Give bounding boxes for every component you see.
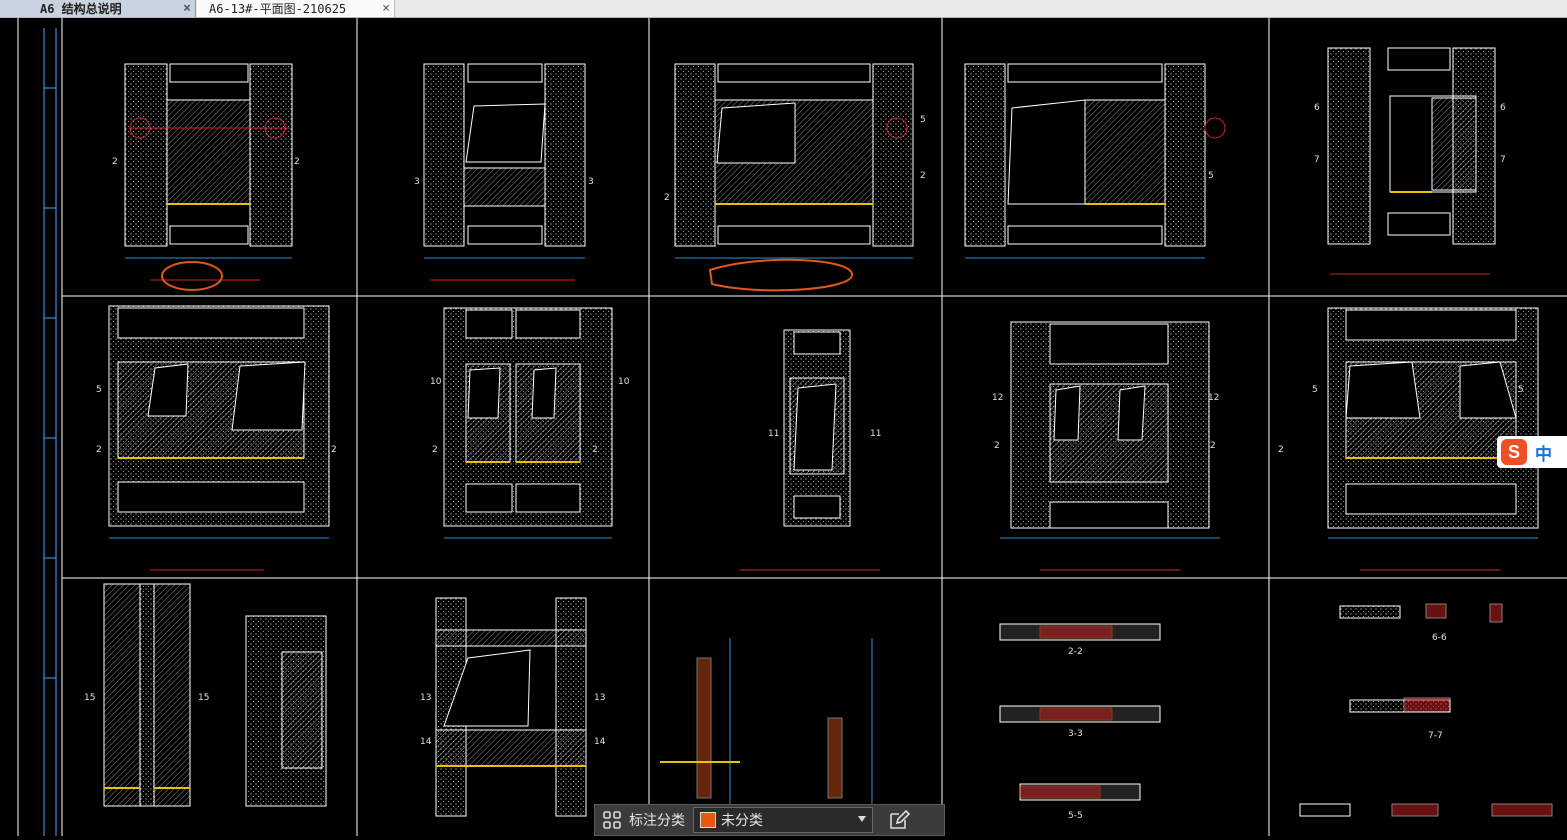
edit-icon[interactable] — [879, 805, 919, 835]
svg-text:7: 7 — [1314, 155, 1320, 165]
svg-text:2: 2 — [1210, 441, 1216, 451]
title-strip — [17, 18, 63, 836]
tab-floor-plan[interactable]: A6-13#-平面图-210625 × — [197, 0, 395, 17]
tab-structure-notes[interactable]: A6 结构总说明 × — [0, 0, 196, 17]
svg-text:2: 2 — [1278, 445, 1284, 455]
detail-1-1: 2 2 — [112, 63, 300, 291]
document-tab-bar: A6 结构总说明 × A6-13#-平面图-210625 × — [0, 0, 1567, 18]
close-icon[interactable]: × — [183, 1, 191, 16]
svg-text:3-3: 3-3 — [1068, 729, 1083, 739]
detail-3-2: 13 13 14 14 — [420, 597, 606, 817]
annotation-category-select[interactable]: 未分类 — [693, 807, 873, 833]
detail-3-1: 15 15 — [84, 583, 327, 807]
svg-text:6: 6 — [1500, 103, 1506, 113]
svg-text:14: 14 — [594, 737, 606, 747]
ime-indicator[interactable]: S 中 — [1497, 436, 1567, 468]
detail-2-4: 12 12 2 2 — [992, 321, 1220, 571]
annotation-toolbar: 标注分类 未分类 — [594, 804, 945, 836]
svg-text:5: 5 — [96, 385, 102, 395]
svg-text:15: 15 — [84, 693, 95, 703]
svg-text:3: 3 — [414, 177, 420, 187]
svg-text:2: 2 — [112, 157, 118, 167]
svg-text:2: 2 — [96, 445, 102, 455]
detail-2-2: 10 10 2 2 — [430, 307, 630, 539]
svg-text:5: 5 — [1312, 385, 1318, 395]
ime-language: 中 — [1535, 444, 1552, 465]
svg-text:2: 2 — [664, 193, 670, 203]
detail-1-2: 3 3 — [414, 63, 594, 281]
detail-1-3: 2 2 5 — [664, 63, 926, 292]
svg-text:13: 13 — [594, 693, 605, 703]
svg-text:6: 6 — [1314, 103, 1320, 113]
svg-text:2: 2 — [592, 445, 598, 455]
svg-text:7: 7 — [1500, 155, 1506, 165]
svg-text:11: 11 — [768, 429, 779, 439]
svg-text:12: 12 — [992, 393, 1003, 403]
svg-text:3: 3 — [588, 177, 594, 187]
sogou-icon: S — [1501, 439, 1527, 465]
svg-text:5: 5 — [1518, 385, 1524, 395]
tab-label: A6 结构总说明 — [40, 2, 122, 16]
detail-1-4: 5 — [964, 63, 1226, 259]
svg-text:5-5: 5-5 — [1068, 811, 1083, 821]
svg-text:10: 10 — [430, 377, 442, 387]
svg-text:2: 2 — [432, 445, 438, 455]
drawing-canvas[interactable]: 2 2 3 3 2 2 5 — [0, 18, 1567, 836]
svg-text:2: 2 — [920, 171, 926, 181]
svg-text:6-6: 6-6 — [1432, 633, 1447, 643]
detail-3-3 — [660, 638, 873, 808]
svg-text:15: 15 — [198, 693, 209, 703]
svg-text:2: 2 — [331, 445, 337, 455]
svg-text:12: 12 — [1208, 393, 1219, 403]
svg-text:5: 5 — [920, 115, 926, 125]
svg-text:2: 2 — [294, 157, 300, 167]
tab-label: A6-13#-平面图-210625 — [209, 2, 347, 16]
svg-text:11: 11 — [870, 429, 881, 439]
selected-category: 未分类 — [721, 813, 763, 829]
svg-text:2: 2 — [994, 441, 1000, 451]
detail-1-5: 6 6 7 7 — [1314, 47, 1506, 275]
svg-text:2-2: 2-2 — [1068, 647, 1083, 657]
sheet-grid — [62, 18, 1567, 836]
grid-icon[interactable] — [595, 805, 629, 835]
detail-3-5: 6-6 7-7 — [1299, 603, 1553, 817]
svg-text:14: 14 — [420, 737, 432, 747]
category-color-swatch — [700, 812, 716, 828]
detail-2-1: 5 2 2 — [96, 305, 337, 571]
svg-text:10: 10 — [618, 377, 630, 387]
svg-text:7-7: 7-7 — [1428, 731, 1443, 741]
svg-text:13: 13 — [420, 693, 431, 703]
detail-3-4: 2-2 3-3 5-5 — [999, 623, 1161, 821]
close-icon[interactable]: × — [382, 1, 390, 16]
chevron-down-icon — [858, 816, 866, 822]
detail-2-5: 5 5 2 — [1278, 307, 1539, 571]
detail-2-3: 11 11 — [740, 329, 881, 571]
svg-text:5: 5 — [1208, 171, 1214, 181]
annotation-category-label: 标注分类 — [629, 813, 685, 829]
